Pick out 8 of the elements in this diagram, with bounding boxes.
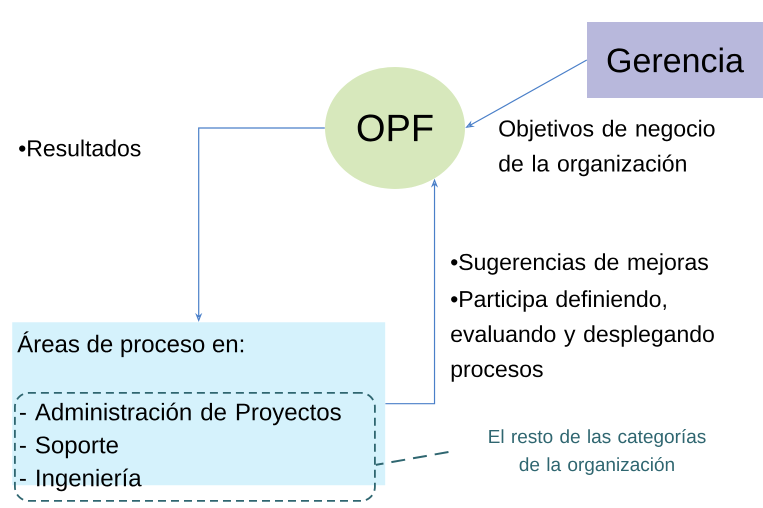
bullet-text: •Resultados bbox=[19, 140, 140, 156]
leader-line bbox=[376, 451, 449, 466]
bullet-text: •Participa definiendo, evaluando y desplegando procesos bbox=[451, 290, 714, 382]
dashed-rounded-box: - Administración de Proyectos - Soporte - Ingeniería bbox=[14, 392, 376, 502]
link-text: El resto de las categorías de la organización bbox=[489, 429, 706, 475]
management-box: Gerencia bbox=[587, 22, 763, 98]
bullet-text: •Sugerencias de mejoras bbox=[451, 253, 708, 275]
edge-text: Objetivos de negocio de la organización bbox=[499, 120, 715, 176]
